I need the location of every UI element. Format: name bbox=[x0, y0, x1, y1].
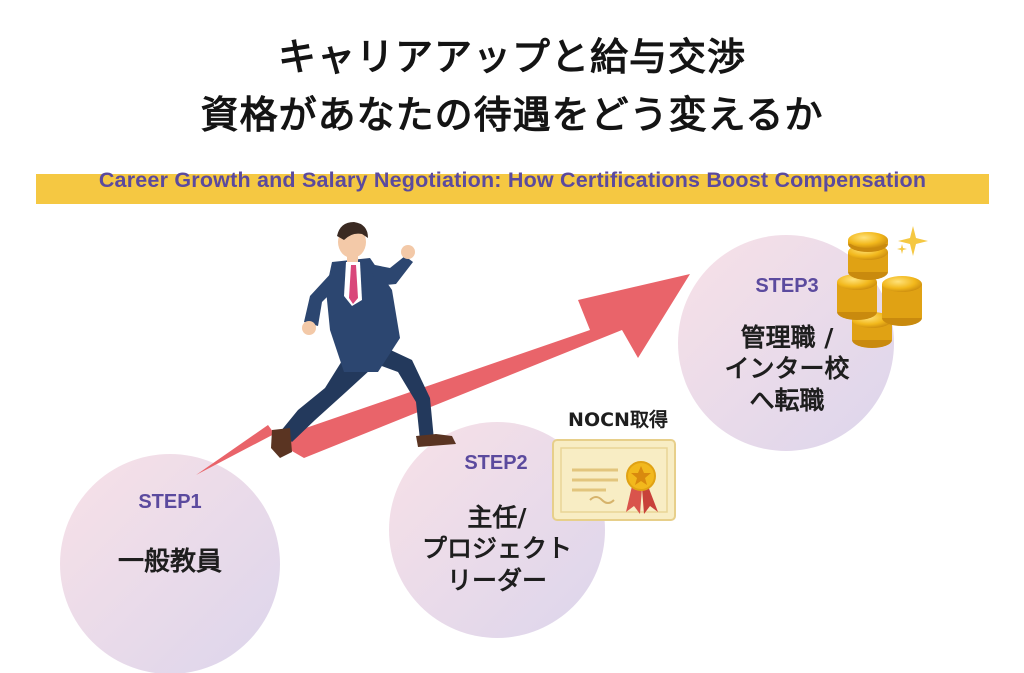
step2-line3: リーダー bbox=[446, 565, 547, 595]
subtitle: Career Growth and Salary Negotiation: Ho… bbox=[98, 168, 927, 192]
step2-line2: プロジェクト bbox=[421, 534, 572, 564]
sparkle-icon bbox=[897, 226, 928, 256]
step3-line1: 管理職 / bbox=[740, 323, 834, 352]
step2-text: 主任/ プロジェクト リーダー bbox=[407, 502, 587, 596]
step2-line1: 主任/ bbox=[467, 503, 527, 532]
step3-line3: へ転職 bbox=[749, 385, 825, 415]
businessman-running-icon bbox=[271, 222, 456, 458]
step2-label: STEP2 bbox=[464, 452, 528, 474]
main-title-line1: キャリアアップと給与交渉 bbox=[277, 35, 746, 79]
step1-text: 一般教員 bbox=[117, 547, 222, 577]
certificate-label: NOCN取得 bbox=[568, 409, 668, 431]
certificate-icon bbox=[552, 439, 676, 521]
main-title-line2: 資格があなたの待遇をどう変えるか bbox=[200, 93, 824, 137]
step3-line2: インター校 bbox=[724, 354, 850, 384]
growth-arrow-icon bbox=[196, 274, 690, 475]
gold-coins-icon bbox=[837, 232, 922, 348]
step1-circle bbox=[60, 454, 280, 673]
step1-label: STEP1 bbox=[138, 491, 202, 513]
step2-circle bbox=[389, 422, 605, 638]
step3-label: STEP3 bbox=[755, 275, 819, 297]
subtitle-highlight bbox=[36, 174, 989, 204]
step3-text: 管理職 / インター校 へ転職 bbox=[697, 322, 877, 416]
